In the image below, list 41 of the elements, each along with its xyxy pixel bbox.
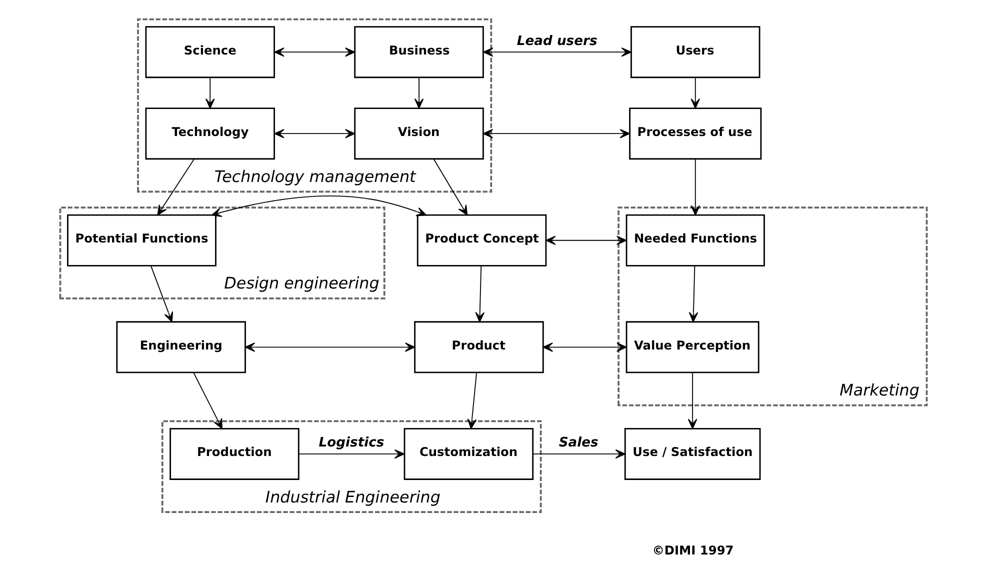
node-box: Needed Functions <box>626 214 765 266</box>
arrow <box>157 158 195 216</box>
node-box: Science <box>145 26 275 78</box>
node-box: Vision <box>354 108 484 160</box>
arrow <box>150 265 174 322</box>
edge-label: Logistics <box>318 436 384 451</box>
node-box: Engineering <box>116 321 246 374</box>
edge-label: Lead users <box>516 34 598 49</box>
arrow <box>433 158 468 216</box>
node-box: Business <box>354 26 484 78</box>
node-box: Product <box>414 321 544 374</box>
arrow <box>414 77 424 109</box>
arrow <box>211 196 427 218</box>
arrow <box>193 372 222 430</box>
arrow <box>482 128 630 138</box>
node-box: Product Concept <box>416 214 547 266</box>
node-box: Processes of use <box>629 108 762 160</box>
arrow <box>690 77 700 109</box>
label: ©DIMI 1997 <box>652 544 734 558</box>
arrow <box>532 449 626 459</box>
arrow <box>688 372 698 430</box>
arrow <box>298 449 405 459</box>
node-box: Use / Satisfaction <box>624 428 761 480</box>
node-box: Value Perception <box>626 321 760 374</box>
arrow <box>205 77 215 109</box>
node-box: Production <box>170 428 300 480</box>
arrow <box>274 47 356 57</box>
arrow <box>688 265 698 322</box>
arrow <box>274 128 356 138</box>
node-box: Customization <box>404 428 534 480</box>
arrow <box>467 372 478 430</box>
node-box: Users <box>630 26 760 78</box>
arrow <box>690 158 700 216</box>
arrow <box>542 342 627 352</box>
edge-label: Sales <box>558 436 598 451</box>
arrow <box>483 47 632 57</box>
arrow <box>475 265 485 322</box>
arrow <box>244 342 416 352</box>
arrow <box>546 236 627 246</box>
node-box: Potential Functions <box>67 214 216 266</box>
node-box: Technology <box>145 108 275 160</box>
